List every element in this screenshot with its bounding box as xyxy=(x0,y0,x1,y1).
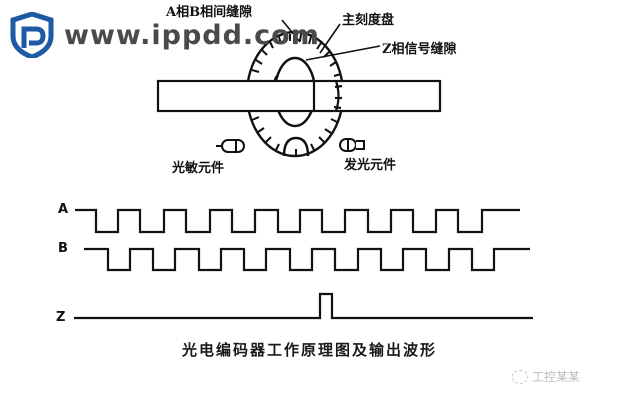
light-element xyxy=(339,138,365,152)
label-light-element: 发光元件 xyxy=(344,158,397,173)
wechat-icon xyxy=(512,369,528,384)
photo-element xyxy=(216,139,245,153)
shaft xyxy=(156,79,442,113)
label-ab-slit: A相B相间缝隙 xyxy=(166,5,253,20)
watermark-url: www.ippdd.com xyxy=(64,20,320,51)
wechat-source: 工控某某 xyxy=(512,368,580,385)
watermark-logo xyxy=(10,11,54,60)
waveform-a xyxy=(75,208,520,234)
label-main-disk: 主刻度盘 xyxy=(342,13,395,28)
figure-caption: 光电编码器工作原理图及输出波形 xyxy=(182,341,438,359)
waveform-label-b: B xyxy=(58,241,68,256)
waveform-b xyxy=(84,247,530,272)
waveform-label-z: Z xyxy=(56,310,66,325)
leader-lines xyxy=(281,19,381,61)
label-photo-element: 光敏元件 xyxy=(172,161,225,176)
shield-logo-icon xyxy=(10,11,54,60)
label-z-slit: Z相信号缝隙 xyxy=(382,42,457,57)
waveform-label-a: A xyxy=(58,202,69,217)
waveform-z xyxy=(74,292,533,320)
wechat-account-name: 工控某某 xyxy=(532,370,581,384)
